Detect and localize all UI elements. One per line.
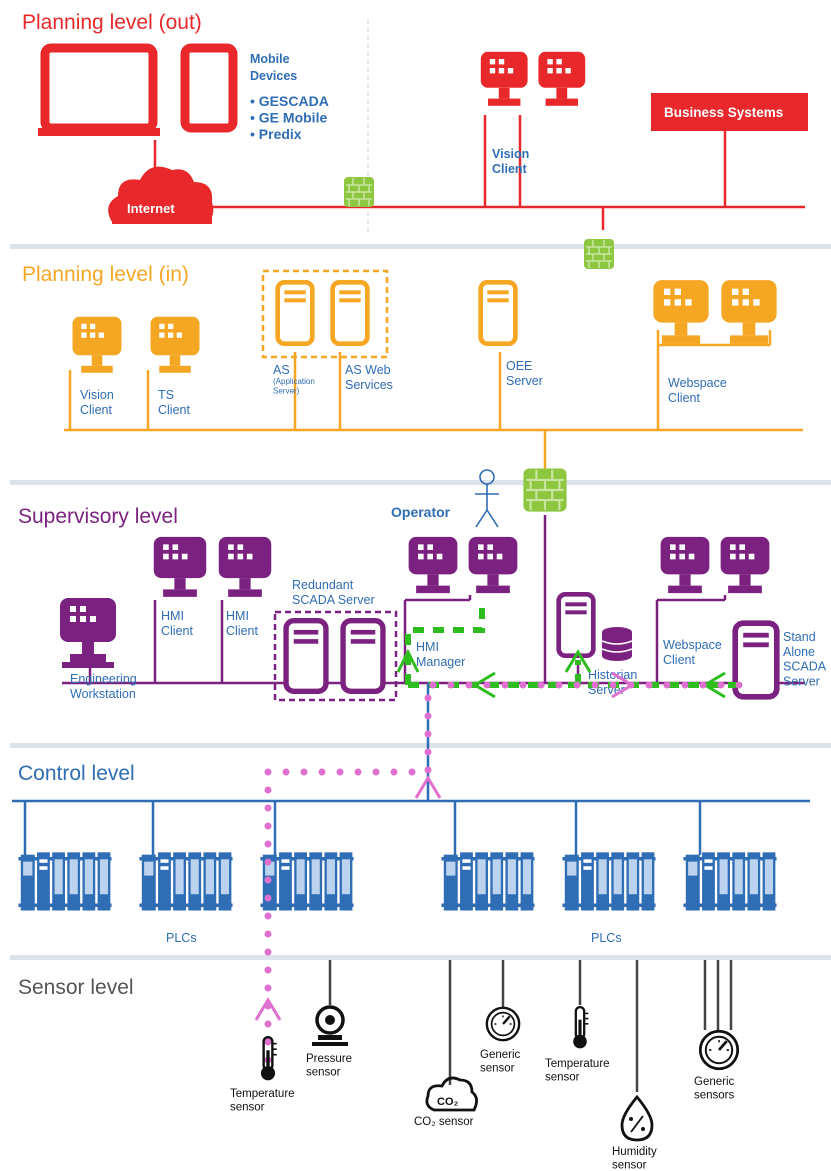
engineering-keyboard-icon	[62, 662, 114, 668]
humidity-sensor-icon	[620, 1094, 654, 1142]
separator-in-supervisory	[10, 480, 831, 485]
plc-rack-6-icon	[683, 852, 777, 911]
as-server-icon	[278, 282, 313, 343]
hmi-client-2-icon	[218, 536, 272, 597]
generic-sensor-1-icon	[485, 1006, 521, 1042]
ts-client-icon	[150, 316, 200, 373]
oee-server-icon	[481, 282, 516, 343]
level-title-out: Planning level (out)	[22, 11, 202, 34]
redundant-server-2-icon	[343, 621, 383, 692]
pressure-sensor-icon	[312, 1005, 348, 1046]
database-icon	[601, 627, 633, 661]
plcs-right-label: PLCs	[591, 931, 622, 945]
hmi-manager-icon	[408, 536, 518, 594]
co2-icon-text: CO₂	[437, 1096, 459, 1108]
webspace-client-sup-icon	[660, 536, 770, 594]
historian-server-icon	[559, 594, 594, 655]
sensor-wires	[328, 960, 733, 1092]
business-systems-box	[651, 93, 808, 131]
pink-data-path	[264, 681, 744, 1064]
redundant-server-1-icon	[286, 621, 326, 692]
vision-client-out-icon	[480, 51, 586, 106]
mobile-devices-bullets: • GESCADA• GE Mobile• Predix	[250, 93, 329, 142]
as-web-server-icon	[333, 282, 368, 343]
plcs-left-label: PLCs	[166, 931, 197, 945]
operator-label: Operator	[391, 504, 451, 520]
tablet-icon	[180, 43, 238, 133]
separator-control-sensor	[10, 955, 831, 960]
co2-cloud-icon: CO₂	[425, 1076, 478, 1112]
as-label: AS	[273, 363, 290, 377]
level-title-sensor: Sensor level	[18, 976, 134, 999]
plc-rack-5-icon	[562, 852, 656, 911]
vision-client-in-icon	[72, 316, 122, 373]
temperature-sensor-2-icon	[571, 1005, 590, 1050]
control-network	[12, 683, 810, 855]
redundant-scada-dashed-box	[273, 610, 398, 702]
hmi-client-1-icon	[153, 536, 207, 597]
firewall-icon-2	[583, 237, 615, 271]
plc-rack-4-icon	[441, 852, 535, 911]
engineering-workstation-icon	[60, 598, 116, 662]
firewall-icon-3	[522, 467, 568, 513]
plc-rack-1-icon	[18, 852, 112, 911]
internet-cloud-icon	[108, 166, 214, 224]
pink-arrows	[254, 671, 635, 1021]
operator-person-icon	[475, 469, 499, 528]
plc-rack-2-icon	[139, 852, 233, 911]
separator-supervisory-control	[10, 743, 831, 748]
level-title-control: Control level	[18, 762, 135, 785]
level-title-in: Planning level (in)	[22, 263, 189, 286]
business-systems-label: Business Systems	[664, 105, 783, 120]
internet-label: Internet	[127, 201, 175, 216]
plc-rack-3-icon	[260, 852, 354, 911]
generic-sensors-2-icon	[698, 1029, 740, 1071]
as-group-dashed-box	[261, 269, 389, 359]
laptop-monitor-icon	[38, 43, 160, 136]
planning-in-network	[64, 330, 803, 470]
co2-sensor-label: CO₂ sensor	[414, 1116, 474, 1128]
planning-out-network	[153, 115, 805, 209]
webspace-client-in-icon	[653, 280, 777, 344]
level-title-supervisory: Supervisory level	[18, 505, 178, 528]
firewall-icon-1	[343, 176, 375, 208]
separator-out-in	[10, 244, 831, 249]
